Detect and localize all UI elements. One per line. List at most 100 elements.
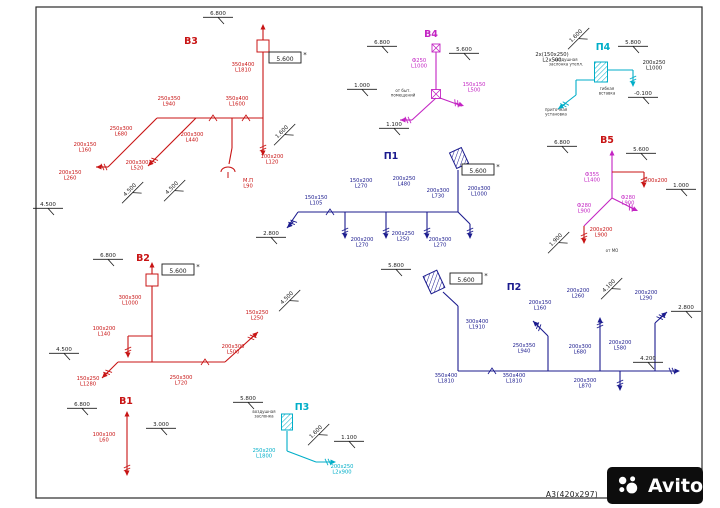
elevation-value: 4.500	[165, 180, 181, 196]
note-line: воздушная	[252, 409, 276, 414]
size-label-line: 200x200	[351, 237, 374, 243]
duct-line	[228, 147, 233, 165]
size-label-line: 200x200	[635, 290, 658, 296]
size-label-line: L1910	[469, 325, 485, 331]
elevation-tick	[381, 46, 389, 54]
elevation-value: 4.500	[123, 182, 139, 198]
elevation-mark: 2.800	[256, 231, 286, 245]
size-label-line: 200x250	[643, 60, 666, 66]
level-box: 5.600*	[449, 272, 488, 285]
grille-tick	[124, 349, 132, 354]
arrow-head	[330, 459, 336, 465]
marker-term	[466, 227, 474, 239]
size-label-line: L1000	[122, 301, 138, 307]
marker-boxx	[431, 43, 441, 53]
elevation-value: 5.600	[456, 47, 472, 53]
note-line: вставка	[599, 91, 616, 96]
elevation-value: 4.500	[280, 290, 296, 306]
duct-line	[583, 197, 613, 227]
size-label-line: 200x300	[574, 378, 597, 384]
elevation-mark: 1.900	[547, 231, 570, 254]
size-label-line: L730	[432, 194, 445, 200]
fan-box	[431, 89, 441, 99]
elevation-tick	[680, 189, 688, 197]
size-label-line: 300x400	[466, 319, 489, 325]
marker-slash	[487, 367, 497, 375]
grille-tick	[249, 334, 257, 339]
elevation-mark: 3.000	[146, 422, 176, 436]
elevation-value: 2.800	[678, 305, 694, 311]
size-label-line: 350x400	[435, 373, 458, 379]
marker-curl	[220, 166, 236, 178]
elevation-mark: 4.500	[163, 179, 186, 202]
marker-term	[423, 227, 431, 239]
size-label-line: L260	[572, 294, 585, 300]
grille-tick	[341, 227, 349, 232]
system-label: П4	[596, 42, 611, 53]
grille-tick	[640, 179, 648, 184]
level-value: 5.600	[169, 268, 186, 275]
arrow-head	[558, 103, 564, 109]
marker-slash	[325, 208, 335, 216]
size-label-line: 350x400	[503, 373, 526, 379]
grille-tick	[247, 336, 255, 341]
system-label: В1	[119, 396, 133, 407]
marker-slash	[208, 114, 218, 122]
marker-term	[287, 219, 298, 228]
grille-tick	[149, 159, 157, 164]
elevation-value: 1.900	[549, 232, 565, 248]
arrow-head	[581, 238, 587, 244]
elevation-value: 1.000	[673, 183, 689, 189]
elevation-tick	[174, 190, 184, 192]
system-v2: 300x300L1000100x200L140150x250L1280250x3…	[77, 253, 269, 388]
size-label-line: L290	[640, 296, 653, 302]
elevation-value: 4.500	[56, 347, 72, 353]
size-label-line: 200x250	[331, 464, 354, 470]
grille-tick	[105, 369, 113, 373]
duct-line	[147, 117, 197, 167]
elevation-value: 6.800	[554, 140, 570, 146]
size-label-line: L720	[175, 381, 188, 387]
elevation-tick	[81, 408, 89, 416]
elevation-tick	[558, 242, 568, 244]
marker-arrow	[609, 150, 615, 159]
grille-tick	[100, 163, 105, 171]
size-label-line: 200x300	[427, 188, 450, 194]
level-star: *	[196, 263, 200, 271]
elevation-value: 1.600	[275, 124, 291, 140]
grille-tick	[341, 230, 349, 235]
size-label-line: 2x(150x250)	[535, 52, 568, 58]
elevation-mark: 1.600	[273, 123, 296, 146]
duct-line	[411, 97, 437, 121]
marker-term	[259, 144, 267, 156]
size-label-line: 350x400	[232, 62, 255, 68]
elevation-mark: 4.500	[49, 347, 79, 361]
elevation-value: 5.800	[625, 40, 641, 46]
elevation-mark: 5.800	[381, 263, 411, 277]
grille-tick	[454, 99, 456, 107]
elevation-tick	[63, 353, 71, 361]
size-label-line: L940	[518, 349, 531, 355]
marker-term	[628, 203, 638, 212]
marker-arrow	[124, 411, 130, 420]
arrow-head	[630, 81, 636, 87]
elevation-tick	[640, 153, 648, 161]
grille-tick	[629, 78, 637, 83]
level-value: 5.600	[276, 56, 293, 63]
marker-boxx	[431, 89, 441, 99]
elevation-value: -0.100	[634, 91, 652, 97]
marker-term	[668, 367, 680, 375]
damper-symbol	[208, 114, 218, 122]
size-label-line: 250x350	[158, 96, 181, 102]
size-label-line: L480	[398, 182, 411, 188]
elevation-value: 1.100	[386, 122, 402, 128]
